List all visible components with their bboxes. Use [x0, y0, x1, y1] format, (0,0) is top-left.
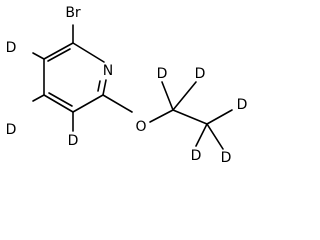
bond-n-c2 — [72, 42, 105, 63]
bond-ch2-d-a — [161, 81, 174, 111]
atom-deuterium-ch3-b: D — [221, 150, 232, 166]
molecule-svg: Br N O D D D D D D D D — [6, 5, 248, 166]
bond-o-ch2 — [149, 109, 174, 123]
atom-deuterium-ch2-a: D — [157, 66, 168, 82]
bond-c4-c5-inner — [48, 92, 73, 107]
bond-c6-n — [102, 79, 107, 96]
bond-ch2-d-b — [172, 81, 197, 111]
bond-c2-c3-inner — [47, 48, 71, 62]
bond-ch2-ch3 — [172, 109, 208, 125]
bond-c5-c6 — [72, 94, 104, 113]
bond-c4-d — [32, 94, 45, 102]
structure-diagram: Br N O D D D D D D D D — [6, 5, 248, 166]
atom-deuterium-ch3-a: D — [191, 148, 202, 164]
bond-c6-n-inner — [97, 80, 101, 92]
bond-ch3-d-c — [206, 109, 233, 125]
atom-deuterium-c4: D — [6, 122, 17, 138]
bond-c2-c3 — [43, 42, 74, 60]
bond-ch3-d-a — [195, 123, 208, 147]
bond-c6-o — [102, 94, 133, 113]
bond-c3-d — [32, 52, 45, 60]
bond-c4-c5 — [43, 94, 74, 113]
atom-deuterium-c3: D — [6, 40, 17, 56]
atom-deuterium-c5: D — [68, 133, 79, 149]
atom-nitrogen: N — [103, 63, 113, 79]
bond-ch3-d-b — [206, 123, 224, 150]
atom-deuterium-ch3-c: D — [237, 97, 248, 113]
atom-deuterium-ch2-b: D — [195, 66, 206, 82]
atom-bromine: Br — [65, 5, 81, 21]
atom-oxygen: O — [135, 119, 146, 135]
